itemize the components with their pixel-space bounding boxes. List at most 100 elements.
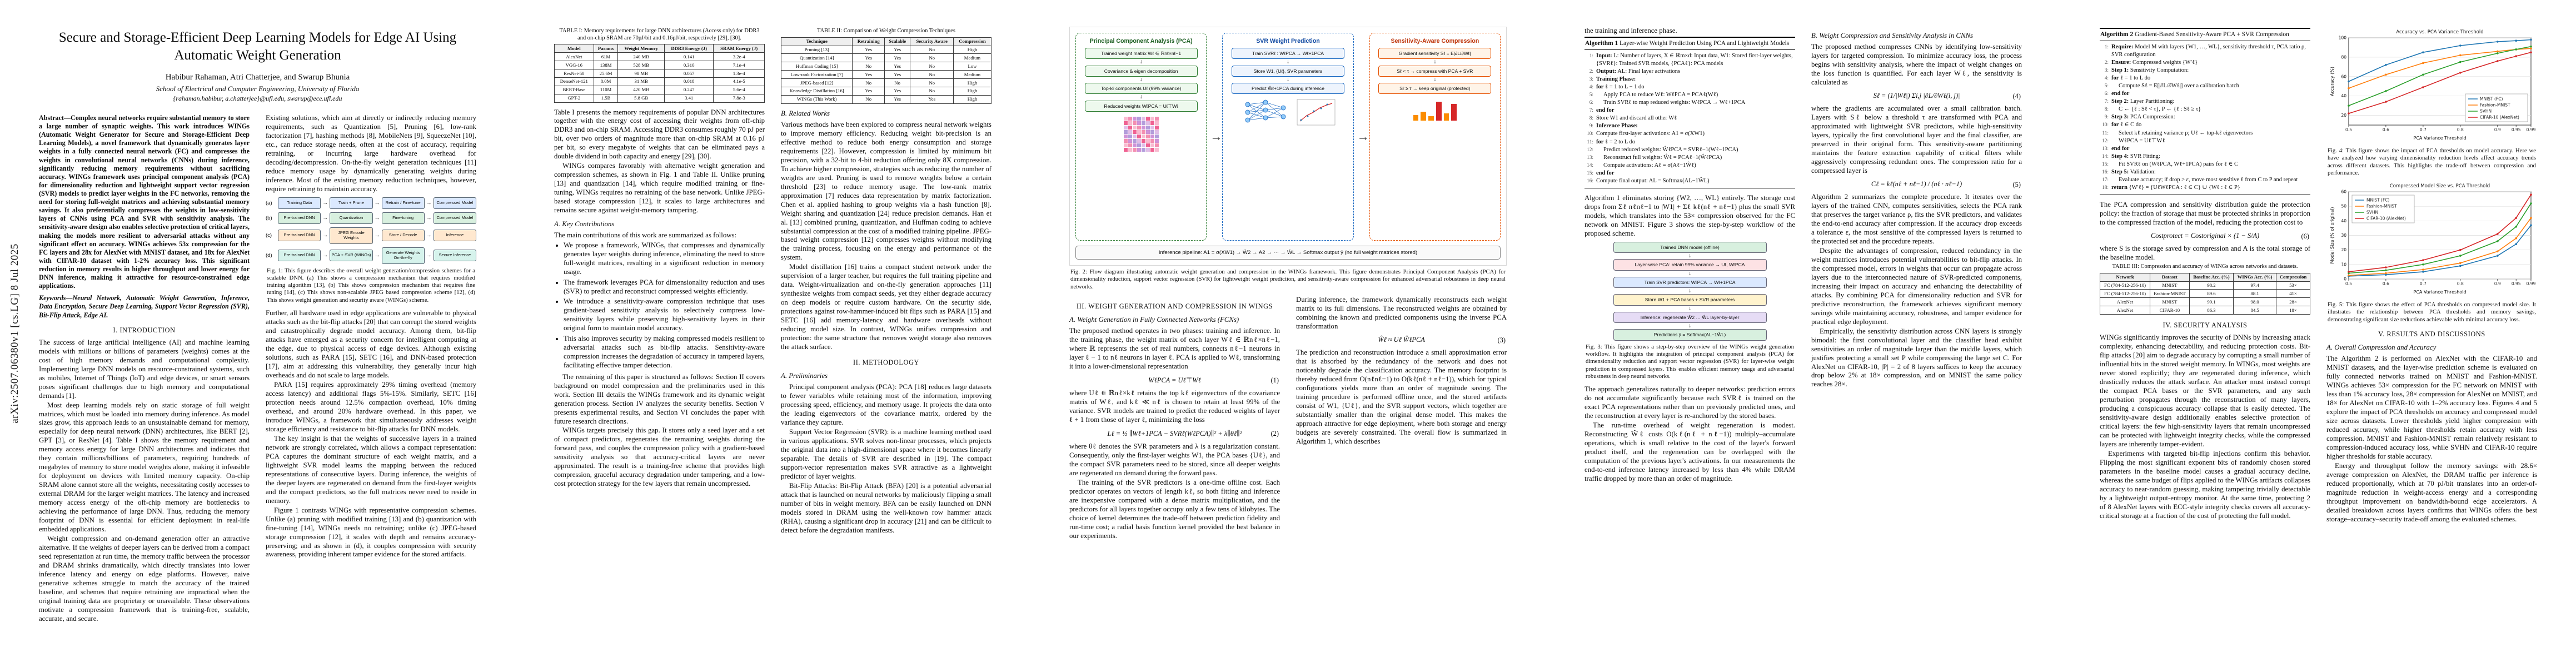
- table-cell: No: [852, 78, 885, 87]
- flow-box: Pre-trained DNN: [278, 230, 321, 242]
- svg-text:0.7: 0.7: [2419, 127, 2426, 132]
- svg-text:Accuracy (%): Accuracy (%): [2330, 67, 2335, 96]
- page2-left-column: TABLE I: Memory requirements for large D…: [554, 27, 765, 489]
- paragraph: Model distillation [16] trains a compact…: [781, 263, 991, 351]
- table-cell: 0.247: [664, 85, 714, 94]
- flow-box: Store W1 + PCA bases + SVR parameters: [1613, 294, 1767, 306]
- table-cell: 28×: [2275, 297, 2311, 307]
- paragraph: Algorithm 1 eliminates storing {W2, …, W…: [1585, 193, 1795, 237]
- flow-box: Top-kℓ components Uℓ (99% variance): [1084, 83, 1198, 94]
- equation-number: (5): [2012, 180, 2021, 188]
- svg-text:0.95: 0.95: [2511, 281, 2520, 286]
- table-cell: No: [910, 70, 954, 79]
- table-cell: Pruning [13]: [780, 45, 853, 54]
- algorithm-line: 4:for ℓ = 1 to L − 1 do: [1589, 84, 1645, 91]
- table-cell: No: [910, 53, 954, 63]
- figure2-sensitivity-group: Sensitivity-Aware Compression Gradient s…: [1369, 33, 1501, 241]
- panel-label: (a): [266, 200, 272, 206]
- algorithm-line: 5:Apply PCA to reduce Wℓ: WℓPCA = PCAℓ(W…: [1589, 92, 1718, 98]
- algorithm-label: Algorithm 2: [2100, 31, 2134, 38]
- table-header: Baseline Acc. (%): [2189, 272, 2234, 282]
- figure1-panel: (a)Training Data→Train + Prune→Retrain /…: [266, 197, 476, 209]
- subsection-heading-preliminaries: A. Preliminaries: [781, 372, 828, 380]
- flow-box: Generate Weights On-the-fly: [381, 247, 425, 264]
- figure-caption: Fig. 2: Flow diagram illustrating automa…: [1070, 268, 1506, 290]
- table-cell: 0.141: [664, 52, 714, 62]
- algorithm-line: 10:for ℓ ∈ C do: [2102, 122, 2142, 128]
- paragraph: The training of the SVR predictors is a …: [1069, 478, 1280, 540]
- flow-box: Compressed Model: [433, 212, 476, 224]
- algorithm-body: 1:Require: Model M with layers {W1, …, W…: [2100, 43, 2310, 192]
- algorithm-line: 6:Train SVRℓ to map reduced weights: WℓP…: [1589, 99, 1746, 106]
- figure-3: Trained DNN model (offline)↓Layer-wise P…: [1585, 241, 1795, 380]
- table-cell: Knowledge Distillation [16]: [780, 86, 853, 96]
- algorithm-line: 7:end for: [1589, 107, 1615, 114]
- algorithm-line: 16:Compute final output: AL = Softmax(AL…: [1587, 177, 1710, 184]
- svg-text:0.6: 0.6: [2382, 127, 2389, 132]
- table-cell: 0.057: [664, 69, 714, 78]
- svg-text:MNIST (FC): MNIST (FC): [2366, 198, 2389, 203]
- page-5: Algorithm 2 Gradient-Based Sensitivity-A…: [2061, 0, 2576, 667]
- page1-left-column: Abstract—Complex neural networks require…: [39, 114, 250, 624]
- svg-text:40: 40: [2341, 218, 2346, 223]
- table-cell: 84.5: [2233, 306, 2276, 315]
- table-cell: Yes: [852, 45, 885, 54]
- figure-1: (a)Training Data→Train + Prune→Retrain /…: [266, 197, 476, 304]
- svg-text:0.8: 0.8: [2457, 281, 2463, 286]
- flow-box: Pre-trained DNN: [278, 212, 321, 224]
- arrow-icon: [1210, 130, 1219, 144]
- subsection-heading-contributions: A. Key Contributions: [554, 220, 615, 228]
- table-cell: AlexNet: [2099, 306, 2151, 315]
- svg-text:60: 60: [2341, 190, 2346, 195]
- paragraph: Principal component analysis (PCA): PCA …: [781, 383, 991, 427]
- table-cell: Quantization [14]: [780, 53, 853, 63]
- paragraph: The prediction and reconstruction introd…: [1296, 348, 1507, 445]
- table-cell: Fashion-MNIST: [2150, 289, 2190, 298]
- table-cell: 98 MB: [617, 69, 665, 78]
- figure-caption: Fig. 5: This figure shows the effect of …: [2328, 301, 2536, 323]
- flow-box: Secure Inference: [433, 250, 476, 262]
- algorithm-line: 9:Inference Phase:: [1589, 123, 1638, 130]
- table-cell: 7.1e-4: [713, 61, 765, 69]
- weight-heatmap: [1123, 116, 1159, 152]
- arrow-down-icon: ↓: [1688, 288, 1692, 295]
- table-caption: TABLE III: Compression and accuracy of W…: [2112, 263, 2298, 270]
- equation: WℓPCA = Uℓ⊤Wℓ(1): [1148, 376, 1279, 384]
- paragraph: Existing solutions, which aim at directl…: [266, 114, 476, 193]
- paragraph: Despite the advantages of compression, r…: [1811, 246, 2022, 326]
- panel-label: (d): [266, 252, 272, 259]
- arrow-down-icon: ↓: [1139, 94, 1143, 101]
- table-cell: 88.1: [2233, 289, 2276, 298]
- svg-text:0.9: 0.9: [2494, 281, 2500, 286]
- svg-text:0.5: 0.5: [2345, 281, 2352, 286]
- table-cell: GPT-2: [554, 93, 594, 103]
- equation-number: (4): [2012, 92, 2021, 100]
- algorithm-title: Gradient-Based Sensitivity-Aware PCA + S…: [2135, 31, 2289, 38]
- table-cell: 86.3: [2189, 306, 2234, 315]
- svg-text:100: 100: [2338, 36, 2346, 41]
- figure2-svr-flow: Train SVRℓ : WℓPCA → Wℓ+1PCA↓Store W1, {…: [1227, 48, 1349, 94]
- paragraph: The success of large artificial intellig…: [39, 338, 250, 400]
- algorithm-line: 9:Step 3: PCA Compression:: [2104, 114, 2175, 121]
- table-cell: Medium: [953, 70, 992, 79]
- paragraph: WINGs targets precisely this gap. It sto…: [554, 426, 765, 488]
- paragraph: where S is the storage saved by compress…: [2100, 244, 2310, 261]
- table-cell: 18×: [2275, 306, 2311, 315]
- section-heading-framework: III. WEIGHT GENERATION AND COMPRESSION I…: [1076, 302, 1273, 310]
- table-cell: 41×: [2275, 289, 2311, 298]
- algorithm-line: 18:return {W′ℓ} = {UℓWℓPCA : ℓ ∈ C} ∪ {W…: [2102, 184, 2240, 191]
- panel-label: (c): [266, 232, 272, 239]
- paragraph: The main contributions of this work are …: [554, 231, 737, 240]
- neural-network-icon: [1245, 100, 1286, 123]
- table-cell: 5.6e-4: [713, 85, 765, 94]
- section-heading-methodology: II. METHODOLOGY: [853, 359, 919, 367]
- page-4: the training and inference phase. Algori…: [1546, 0, 2061, 667]
- arrow-icon: →: [322, 252, 328, 259]
- svg-text:0.95: 0.95: [2511, 127, 2520, 132]
- flow-box: Predict Ŵℓ+1PCA during inference: [1232, 83, 1344, 94]
